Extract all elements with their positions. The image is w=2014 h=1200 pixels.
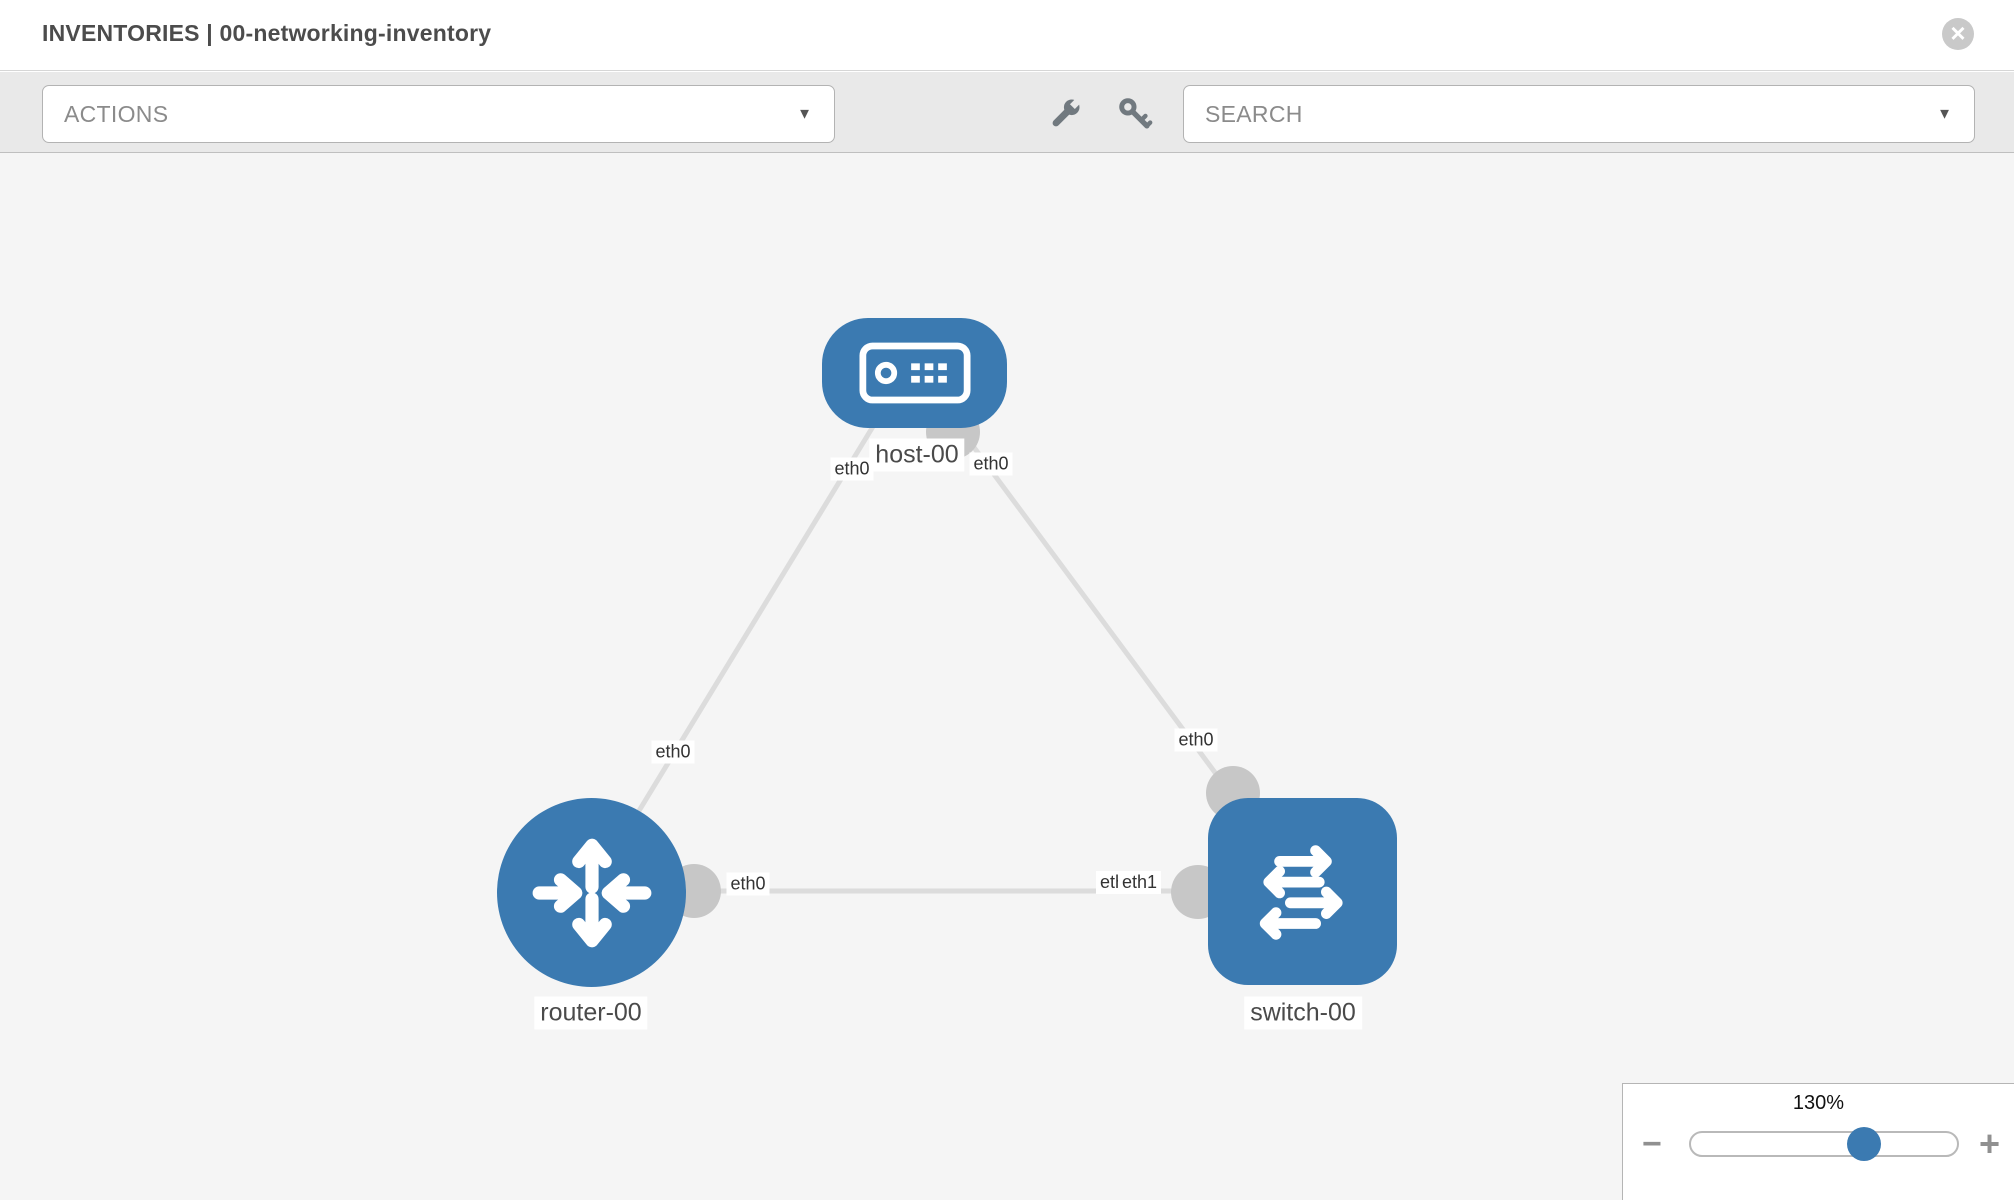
topology-canvas[interactable]: host-00 router-00 switch-00 eth0 eth0 et… (0, 153, 2014, 1200)
zoom-slider-thumb[interactable] (1846, 1127, 1881, 1161)
panel-header: INVENTORIES | 00-networking-inventory × (0, 0, 2014, 71)
chevron-down-icon: ▼ (1937, 105, 1952, 123)
wrench-icon (1052, 97, 1082, 127)
port-label-switch-eth1: eth1 (1118, 871, 1162, 894)
configure-button[interactable] (1045, 94, 1085, 134)
host-icon (858, 342, 971, 404)
zoom-level-value: 130% (1792, 1092, 1845, 1114)
switch-icon (1259, 844, 1343, 940)
key-icon (1119, 98, 1153, 129)
toolbar: ACTIONS ▼ SEARCH ▼ (0, 72, 2014, 153)
close-icon: × (1950, 17, 1966, 48)
chevron-down-icon: ▼ (797, 105, 812, 123)
node-label-router: router-00 (534, 996, 648, 1030)
actions-dropdown-label: ACTIONS (64, 100, 169, 127)
search-dropdown-label: SEARCH (1205, 100, 1303, 127)
zoom-out-button[interactable]: − (1642, 1125, 1662, 1163)
page-title: INVENTORIES | 00-networking-inventory (42, 20, 492, 46)
port-label-host-eth0-right: eth0 (969, 452, 1013, 476)
router-icon (532, 838, 651, 947)
node-label-host: host-00 (869, 438, 965, 472)
port-label-host-eth0-left: eth0 (830, 457, 874, 481)
node-router-00[interactable] (497, 798, 686, 987)
search-dropdown[interactable]: SEARCH ▼ (1183, 85, 1975, 143)
actions-dropdown[interactable]: ACTIONS ▼ (42, 85, 835, 143)
port-label-switch-link-eth0: eth0 (1174, 728, 1218, 752)
node-label-switch: switch-00 (1244, 996, 1362, 1030)
zoom-control-panel: 130% − + (1622, 1083, 2014, 1200)
zoom-in-button[interactable]: + (1978, 1123, 2000, 1164)
close-button[interactable]: × (1942, 18, 1974, 50)
node-switch-00[interactable] (1208, 798, 1397, 985)
credentials-button[interactable] (1115, 94, 1155, 134)
zoom-slider[interactable] (1689, 1127, 1959, 1161)
node-host-00[interactable] (822, 318, 1007, 428)
port-label-router-eth0: eth0 (726, 872, 770, 896)
port-label-router-link-eth0: eth0 (651, 740, 695, 764)
link-host-router[interactable] (589, 413, 883, 890)
links-layer (589, 405, 1295, 919)
